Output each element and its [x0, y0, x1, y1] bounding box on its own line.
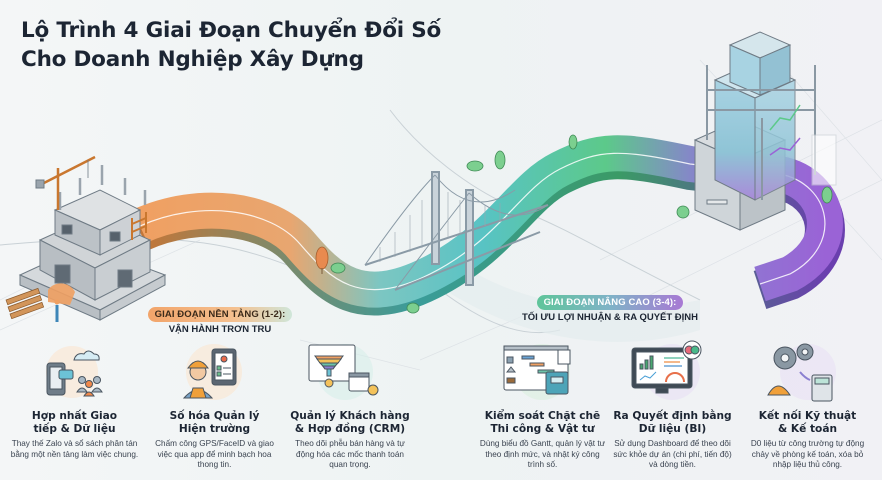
- communication-cloud-icon: [46, 350, 103, 397]
- page-title: Lộ Trình 4 Giai Đoạn Chuyển Đổi Số Cho D…: [21, 16, 441, 74]
- sales-funnel-icon: [308, 344, 379, 396]
- phase-basic-label: GIAI ĐOẠN NỀN TẢNG (1-2): VẬN HÀNH TRƠN …: [140, 304, 300, 335]
- card-title-line-1: Quản lý Khách hàng: [290, 410, 410, 422]
- card-title-line-1: Kết nối Kỹ thuật: [758, 410, 857, 422]
- field-worker-icon: [142, 340, 287, 408]
- phase-basic-subtitle: VẬN HÀNH TRƠN TRU: [168, 324, 272, 335]
- gantt-chart-icon: [503, 345, 571, 395]
- gears-calculator-icon: [735, 340, 880, 408]
- card-description: Theo dõi phễu bán hàng và tự động hóa cá…: [295, 439, 405, 469]
- card-title-line-2: Dữ liệu (BI): [638, 423, 707, 435]
- card-title-line-2: Hiện trường: [178, 423, 251, 435]
- gantt-chart-icon: [470, 340, 615, 408]
- field-worker-icon: [182, 348, 237, 399]
- card-description: Chấm công GPS/FaceID và giao việc qua ap…: [155, 439, 274, 469]
- card-field-management: Số hóa Quản lý Hiện trường Chấm công GPS…: [142, 340, 287, 480]
- card-description: Thay thế Zalo và sổ sách phân tán bằng m…: [10, 439, 139, 459]
- card-title-line-2: Thi công & Vật tư: [490, 423, 595, 435]
- card-title: Số hóa Quản lý Hiện trường: [142, 410, 287, 436]
- card-title-line-2: & Kế toán: [777, 423, 838, 435]
- card-title-line-1: Ra Quyết định bằng: [613, 410, 732, 422]
- gears-calculator-icon: [767, 343, 833, 402]
- communication-cloud-icon: [2, 340, 147, 408]
- card-title-line-2: tiếp & Dữ liệu: [33, 423, 116, 435]
- title-line-2: Cho Doanh Nghiệp Xây Dựng: [21, 47, 364, 72]
- title-line-1: Lộ Trình 4 Giai Đoạn Chuyển Đổi Số: [21, 18, 442, 43]
- bi-dashboard-icon: [631, 340, 702, 394]
- feature-cards: Hợp nhất Giao tiếp & Dữ liệu Thay thế Za…: [0, 340, 882, 480]
- card-title-line-1: Số hóa Quản lý: [169, 410, 260, 422]
- card-crm: Quản lý Khách hàng & Hợp đồng (CRM) Theo…: [275, 340, 425, 480]
- phase-advanced-label: GIAI ĐOẠN NÂNG CAO (3-4): TỐI ƯU LỢI NHU…: [490, 292, 730, 323]
- sales-funnel-icon: [275, 340, 425, 408]
- card-engineering-accounting: Kết nối Kỹ thuật & Kế toán D0 liệu từ cô…: [735, 340, 880, 480]
- card-title: Ra Quyết định bằng Dữ liệu (BI): [600, 410, 745, 436]
- card-title: Kết nối Kỹ thuật & Kế toán: [735, 410, 880, 436]
- card-title: Kiểm soát Chặt chẽ Thi công & Vật tư: [470, 410, 615, 436]
- phase-advanced-badge: GIAI ĐOẠN NÂNG CAO (3-4):: [536, 295, 684, 310]
- card-description: Sử dụng Dashboard để theo dõi sức khỏe d…: [613, 439, 732, 469]
- card-bi: Ra Quyết định bằng Dữ liệu (BI) Sử dụng …: [600, 340, 745, 480]
- card-title: Hợp nhất Giao tiếp & Dữ liệu: [2, 410, 147, 436]
- phase-advanced-subtitle: TỐI ƯU LỢI NHUẬN & RA QUYẾT ĐỊNH: [521, 312, 699, 323]
- bi-dashboard-icon: [600, 340, 745, 408]
- phase-basic-badge: GIAI ĐOẠN NỀN TẢNG (1-2):: [147, 307, 293, 322]
- card-description: D0 liệu từ công trường tự động chảy về p…: [750, 439, 865, 469]
- card-title-line-1: Hợp nhất Giao: [31, 410, 118, 422]
- card-title-line-2: & Hợp đồng (CRM): [294, 423, 406, 435]
- card-title: Quản lý Khách hàng & Hợp đồng (CRM): [275, 410, 425, 436]
- card-title-line-1: Kiểm soát Chặt chẽ: [484, 410, 601, 422]
- card-construction-control: Kiểm soát Chặt chẽ Thi công & Vật tư Dùn…: [470, 340, 615, 480]
- card-communication: Hợp nhất Giao tiếp & Dữ liệu Thay thế Za…: [2, 340, 147, 480]
- card-description: Dùng biểu đồ Gantt, quản lý vật tư theo …: [479, 439, 606, 469]
